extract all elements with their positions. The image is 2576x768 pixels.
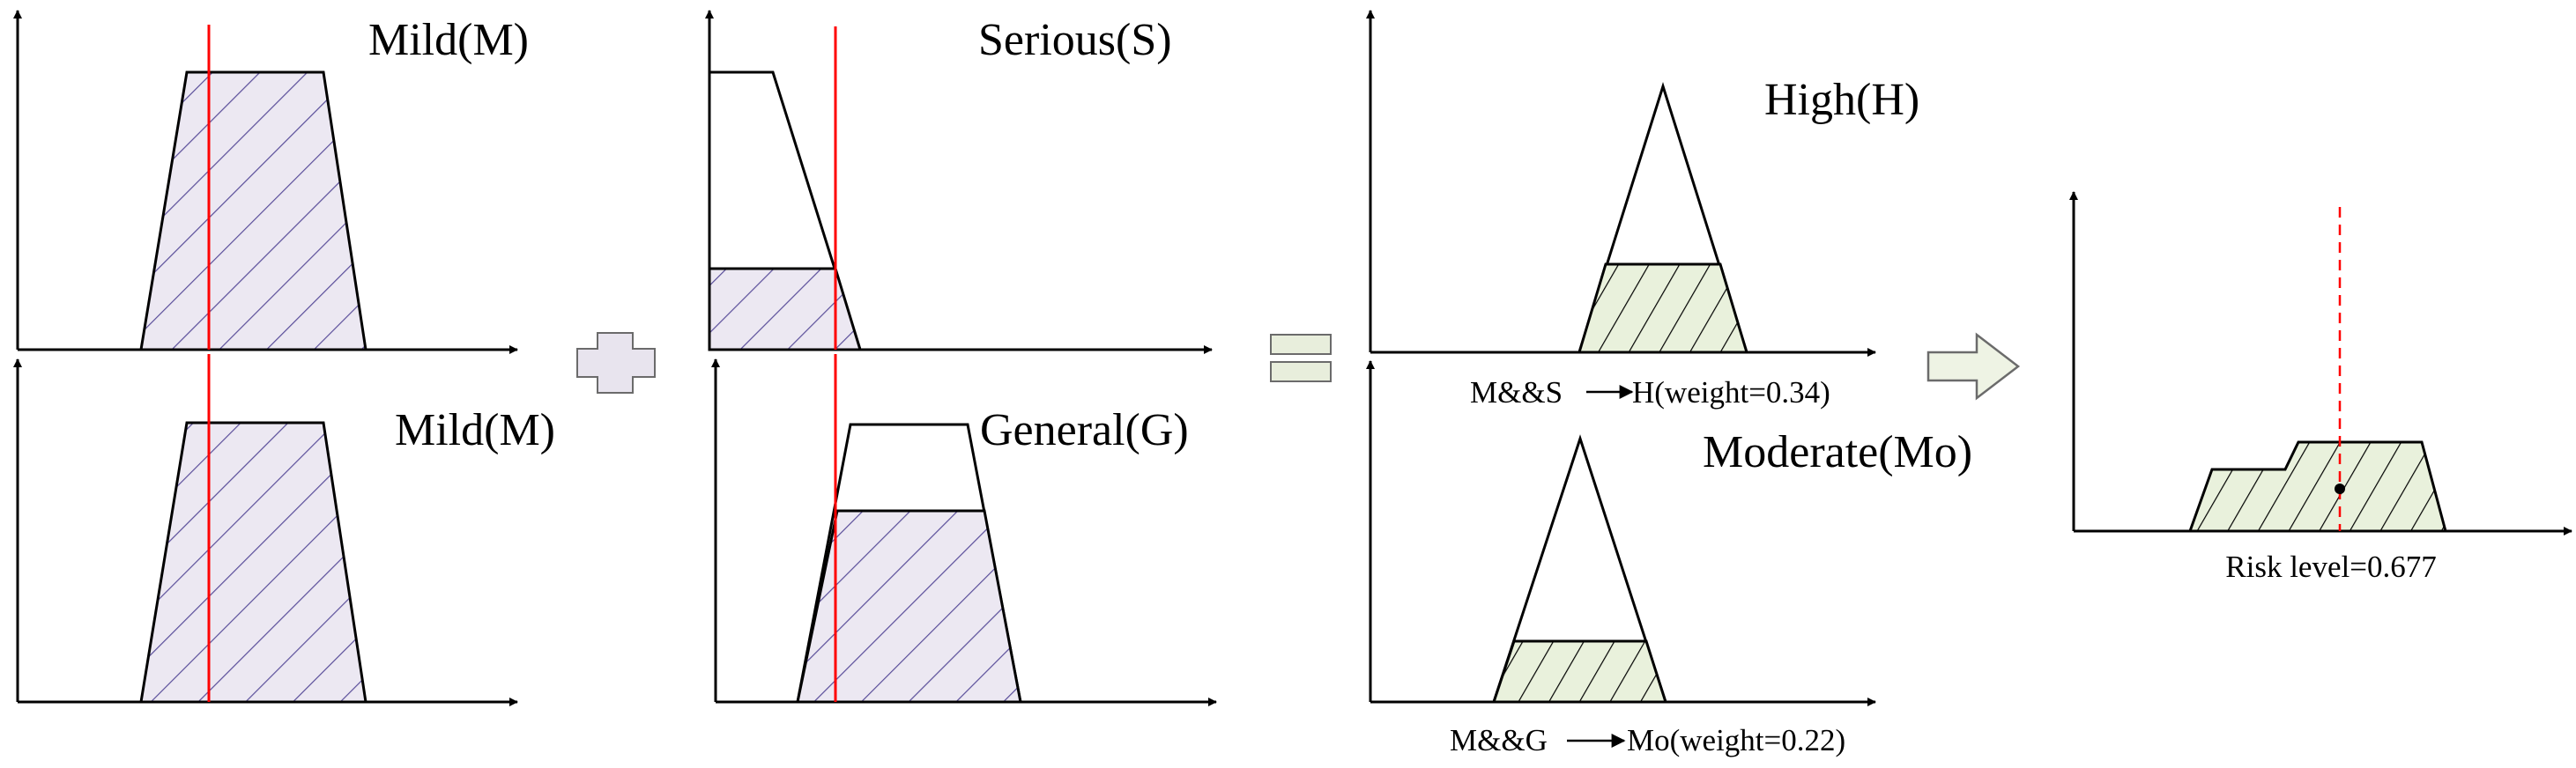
equals-icon	[1270, 334, 1332, 382]
label-serious: Serious(S)	[978, 15, 1172, 65]
implies-arrow-icon	[1926, 332, 2021, 401]
general-clipped-area	[796, 509, 1022, 704]
rule-high-antecedent: M&&S	[1470, 375, 1563, 410]
mild-membership-area	[139, 70, 367, 351]
label-mild-bottom: Mild(M)	[395, 405, 555, 455]
risk-level-label: Risk level=0.677	[2225, 550, 2436, 584]
label-high: High(H)	[1764, 75, 1919, 125]
panel-result: Risk level=0.677	[2069, 191, 2572, 584]
rule-moderate-antecedent: M&&G	[1450, 723, 1548, 757]
label-mild-top: Mild(M)	[368, 15, 529, 65]
panel-serious: Serious(S)	[705, 10, 1213, 354]
high-clipped-area	[1577, 262, 1749, 354]
rule-moderate-consequent: Mo(weight=0.22)	[1627, 723, 1845, 757]
aggregated-output-area	[2187, 440, 2447, 533]
rule-high-consequent: H(weight=0.34)	[1632, 375, 1830, 410]
panel-mild-top: Mild(M)	[13, 10, 529, 354]
plus-icon	[576, 332, 656, 394]
panel-general: General(G)	[711, 354, 1217, 706]
serious-clipped-area	[708, 267, 863, 351]
label-moderate: Moderate(Mo)	[1703, 427, 1972, 477]
panel-mild-bottom: Mild(M)	[13, 354, 555, 706]
panel-moderate: Moderate(Mo) M&&G Mo(weight=0.22)	[1366, 360, 1972, 757]
moderate-clipped-area	[1491, 639, 1668, 704]
mild-membership-area	[139, 421, 367, 704]
centroid-point	[2335, 484, 2345, 494]
panel-high: High(H) M&&S H(weight=0.34)	[1366, 10, 1919, 410]
label-general: General(G)	[980, 405, 1189, 455]
